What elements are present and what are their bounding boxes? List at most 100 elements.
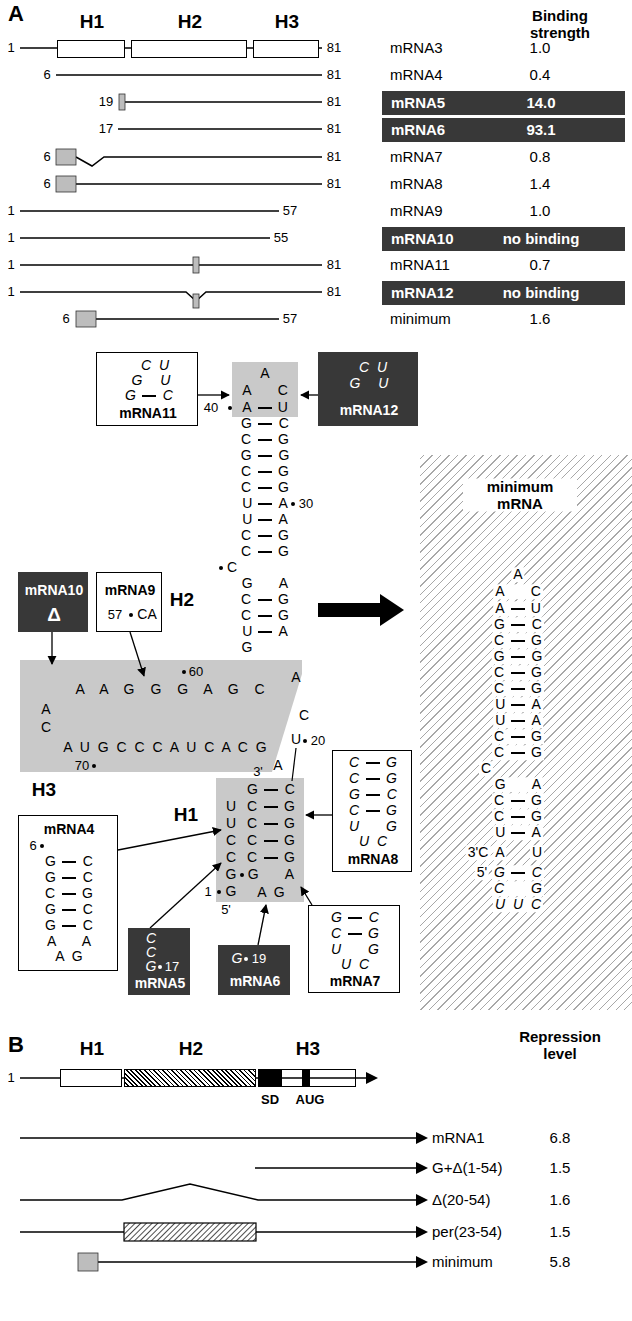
- nucleotide-label: U G: [331, 942, 379, 957]
- base-pair-bond: [264, 789, 278, 791]
- base-pair-bond: [511, 656, 525, 658]
- position-dot: [219, 566, 223, 570]
- base-pair-bond: [62, 893, 76, 895]
- base-pair-bond: [511, 816, 525, 818]
- text-label: mRNA9: [105, 583, 156, 598]
- position-dot: [182, 670, 186, 674]
- text-label: G+Δ(1-54): [432, 1160, 502, 1177]
- position-number: 81: [327, 68, 341, 82]
- text-label: mRNA12: [340, 403, 398, 418]
- base-pair-bond: [511, 624, 525, 626]
- text-label: H2: [179, 1039, 203, 1060]
- position-number: 1: [7, 231, 14, 245]
- base-pair-bond: [258, 471, 272, 473]
- position-number: 6: [62, 312, 69, 326]
- base-pair-bond: [511, 832, 525, 834]
- text-label: mRNA9: [390, 203, 443, 220]
- text-label: CA: [137, 607, 156, 622]
- position-number: 19: [99, 95, 113, 109]
- position-number: 1: [7, 41, 14, 55]
- text-label: H3: [275, 12, 299, 33]
- result-box: mRNA12no binding: [382, 281, 625, 305]
- permuted-segment: [124, 1223, 256, 1241]
- text-label: mRNA10: [25, 583, 83, 598]
- position-number: 1: [7, 258, 14, 272]
- base-pair-bond: [258, 423, 272, 425]
- base-pair-bond: [511, 608, 525, 610]
- text-label: mRNA3: [390, 40, 443, 57]
- result-box: mRNA693.1: [382, 118, 625, 142]
- text-label: 5': [475, 865, 489, 880]
- nucleotide-label: U: [291, 732, 301, 747]
- position-number: 6: [43, 177, 50, 191]
- nucleotide-label: G: [226, 884, 237, 899]
- position-number: 1: [7, 1071, 14, 1085]
- text-label: no binding: [503, 285, 580, 302]
- base-pair-bond: [142, 395, 156, 397]
- helix-box: H3: [258, 1069, 356, 1087]
- text-label: B: [8, 1033, 24, 1057]
- base-pair-bond: [258, 455, 272, 457]
- mutation-marks: [56, 94, 199, 327]
- position-dot: [217, 890, 221, 894]
- position-number: 40: [204, 401, 218, 415]
- value-label: 1.0: [530, 40, 551, 57]
- nucleotide-label: A U G C C C A U C A C G: [63, 740, 267, 755]
- text-label: mRNA4: [390, 67, 443, 84]
- position-number: 70: [75, 759, 89, 773]
- base-pair-bond: [62, 861, 76, 863]
- position-number: 30: [299, 497, 313, 511]
- position-number: 81: [327, 95, 341, 109]
- position-dot: [240, 873, 244, 877]
- position-number: 20: [311, 734, 325, 748]
- base-pair-bond: [511, 672, 525, 674]
- position-number: 60: [189, 665, 203, 679]
- nucleotide-label: G A: [242, 576, 288, 591]
- text-label: SD: [261, 1093, 279, 1107]
- text-label: no binding: [503, 231, 580, 248]
- text-label: per(23-54): [432, 1224, 502, 1241]
- nucleotide-label: A: [8, 2, 24, 26]
- position-number: 19: [252, 952, 266, 966]
- text-label: H1: [80, 12, 104, 33]
- text-label: H3: [32, 780, 56, 801]
- value-label: 1.5: [550, 1160, 571, 1177]
- base-pair-bond: [258, 615, 272, 617]
- result-box: mRNA514.0: [382, 91, 625, 115]
- text-label: Repression level: [514, 1029, 606, 1062]
- position-dot: [92, 764, 96, 768]
- position-number: 1: [7, 285, 14, 299]
- text-label: Binding strength: [514, 8, 606, 41]
- text-label: mRNA7: [390, 149, 443, 166]
- position-number: 57: [283, 312, 297, 326]
- text-label: mRNA11: [390, 257, 450, 274]
- text-label: H1: [80, 1039, 104, 1060]
- nucleotide-label: G: [232, 951, 243, 966]
- helix-box: H3: [253, 40, 319, 58]
- nucleotide-label: G U: [132, 373, 171, 388]
- value-label: 0.7: [530, 257, 551, 274]
- nucleotide-label: C G: [492, 881, 544, 896]
- mutation-callout: CCG17mRNA5: [128, 928, 190, 995]
- nucleotide-label: A G: [55, 949, 82, 964]
- nucleotide-label: U U C: [493, 897, 543, 912]
- base-pair-bond: [348, 933, 362, 935]
- text-label: H1: [174, 805, 198, 826]
- base-pair-bond: [258, 631, 272, 633]
- base-pair-bond: [264, 840, 278, 842]
- value-label: 1.4: [530, 176, 551, 193]
- position-dot: [129, 613, 133, 617]
- arrow-heads: [366, 1072, 428, 1268]
- nucleotide-label: A: [273, 758, 282, 773]
- base-pair-bond: [264, 823, 278, 825]
- nucleotide-label: A: [493, 845, 506, 860]
- mutation-callout: G19mRNA6: [218, 945, 290, 995]
- nucleotide-label: A: [260, 366, 269, 381]
- position-number: 6: [43, 150, 50, 164]
- base-pair-bond: [366, 810, 380, 812]
- mutation-callout: mRNA10Δ: [18, 572, 88, 632]
- position-number: 57: [283, 204, 297, 218]
- nucleotide-label: U: [226, 799, 236, 814]
- position-number: 57: [108, 608, 122, 622]
- position-number: 81: [327, 177, 341, 191]
